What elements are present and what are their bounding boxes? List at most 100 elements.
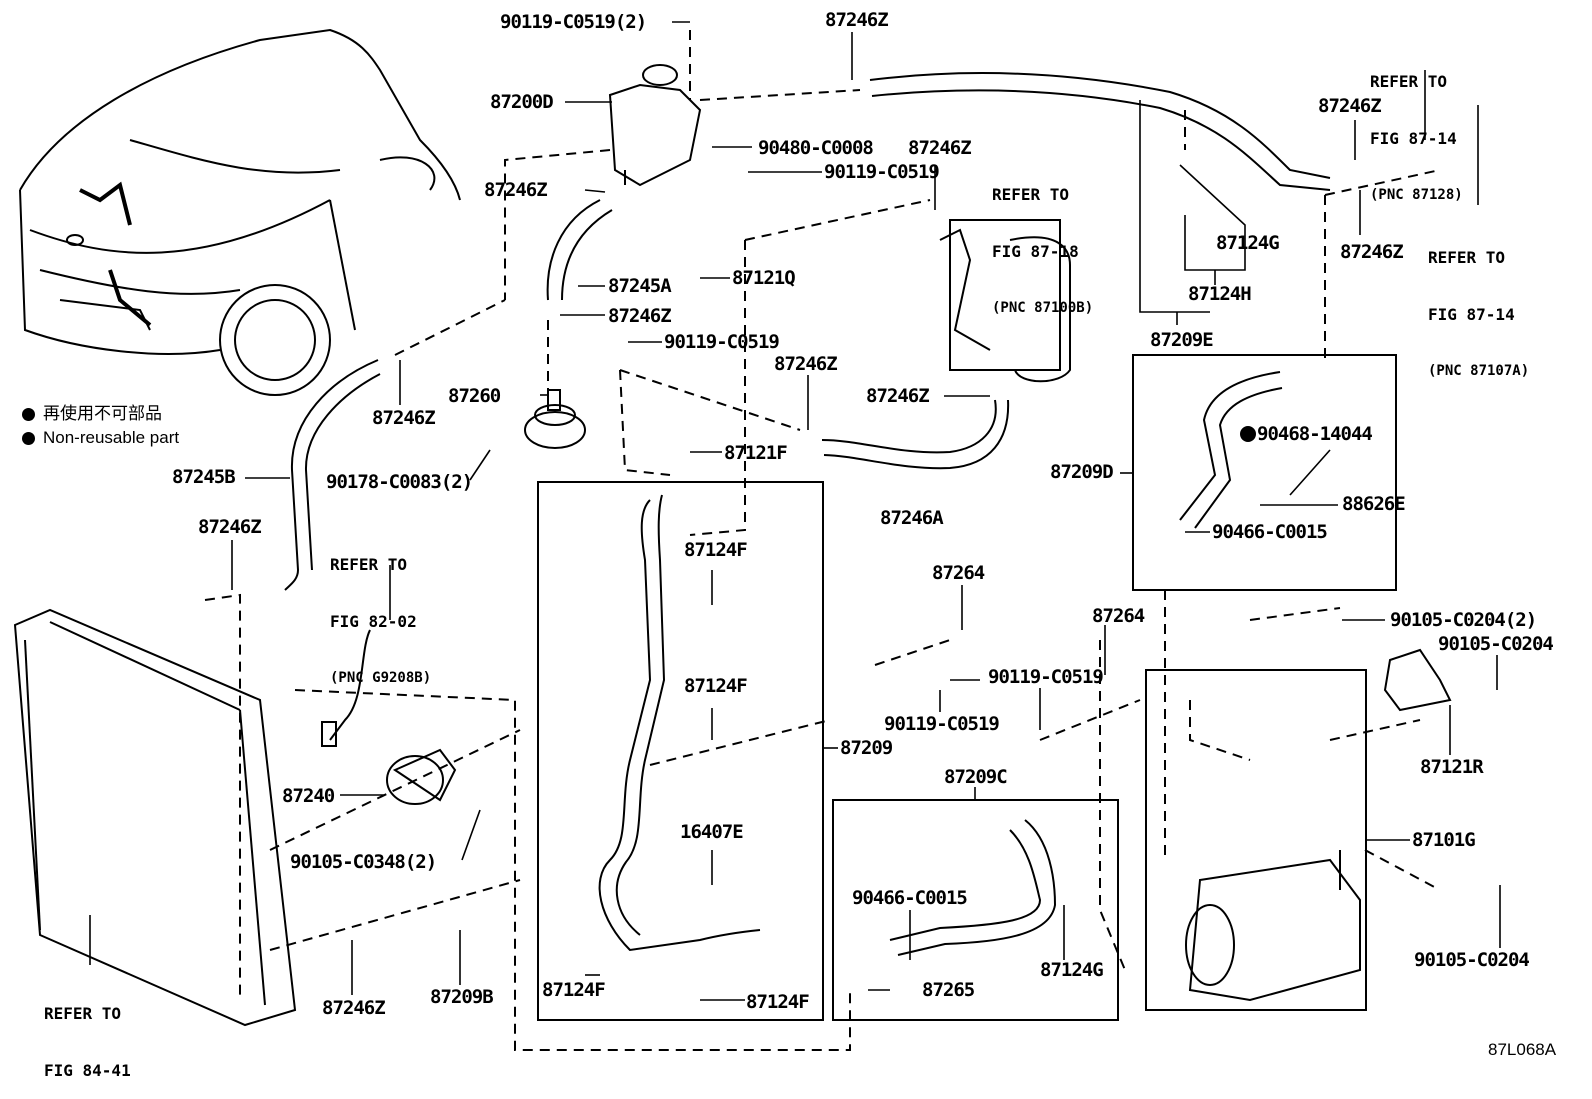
part-callout[interactable]: 87246Z (198, 516, 262, 538)
hose-87209d (1179, 371, 1283, 529)
part-callout[interactable]: 87246A (880, 507, 944, 529)
reference-note[interactable]: REFER TO FIG 87-18 (PNC 87100B) (992, 147, 1093, 337)
reference-figure: FIG 87-14 (1370, 129, 1457, 148)
part-callout[interactable]: 87124F (542, 979, 606, 1001)
part-callout[interactable]: 87264 (1092, 605, 1145, 627)
part-callout[interactable]: 87265 (922, 979, 975, 1001)
part-callout[interactable]: 16407E (680, 821, 744, 843)
reference-line: REFER TO (992, 185, 1070, 204)
reference-pnc: (PNC 87100B) (992, 300, 1094, 316)
reference-note[interactable]: REFER TO FIG 82-02 (PNC G9208B) (330, 517, 431, 707)
part-callout[interactable]: 90119-C0519 (988, 666, 1104, 688)
part-callout[interactable]: 90119-C0519 (824, 161, 940, 183)
part-callout[interactable]: 87246Z (608, 305, 672, 327)
reference-note[interactable]: REFER TO FIG 87-14 (PNC 87107A) (1428, 210, 1529, 400)
part-callout[interactable]: 87124F (684, 539, 748, 561)
connection-lines (204, 30, 1441, 1051)
part-callout[interactable]: 87246Z (372, 407, 436, 429)
hose-87245b (284, 359, 381, 591)
reference-line: REFER TO (1370, 72, 1448, 91)
filled-circle-icon (22, 431, 35, 445)
part-callout[interactable]: 87246Z (908, 137, 972, 159)
part-callout[interactable]: 87209B (430, 986, 494, 1008)
legend-text-en: Non-reusable part (43, 428, 180, 447)
part-callout[interactable]: 87124F (684, 675, 748, 697)
radiator (13, 608, 297, 1027)
part-callout[interactable]: 87246Z (866, 385, 930, 407)
part-callout[interactable]: 87124G (1040, 959, 1104, 981)
reference-line: REFER TO (44, 1004, 122, 1023)
water-pump (524, 389, 586, 449)
bracket-87121r (1383, 648, 1452, 712)
part-callout[interactable]: 90466-C0015 (1212, 521, 1328, 543)
part-callout[interactable]: 87245A (608, 275, 672, 297)
leader-lines (89, 21, 1501, 1001)
part-callout[interactable]: 87246Z (322, 997, 386, 1019)
part-callout[interactable]: 87121Q (732, 267, 796, 289)
reservoir-tank (608, 64, 702, 187)
part-callout[interactable]: 87121R (1420, 756, 1484, 778)
reference-pnc: (PNC 87128) (1370, 187, 1463, 203)
reference-figure: FIG 87-18 (992, 242, 1079, 261)
part-callout[interactable]: 90105-C0204 (1414, 949, 1530, 971)
legend-item-jp: 再使用不可部品 (22, 402, 179, 426)
valve-87240 (321, 629, 457, 805)
part-callout[interactable]: 87246Z (774, 353, 838, 375)
group-box-87209c (832, 799, 1119, 1021)
part-callout[interactable]: 90178-C0083(2) (326, 471, 473, 493)
part-callout[interactable]: 90105-C0204(2) (1390, 609, 1537, 631)
part-callout[interactable]: 87200D (490, 91, 554, 113)
hose-87209c (889, 819, 1057, 956)
part-callout[interactable]: 87101G (1412, 829, 1476, 851)
part-callout[interactable]: 87245B (172, 466, 236, 488)
hose-87245a (546, 199, 613, 301)
part-callout[interactable]: 87209C (944, 766, 1008, 788)
figure-id: 87L068A (1488, 1040, 1557, 1059)
hose-87209 (598, 494, 761, 952)
group-box-87209d (1132, 354, 1397, 591)
part-callout[interactable]: 90119-C0519(2) (500, 11, 647, 33)
legend-item-en: Non-reusable part (22, 426, 179, 450)
part-callout[interactable]: 87209E (1150, 329, 1214, 351)
part-callout[interactable]: 87264 (932, 562, 985, 584)
reference-pnc: (PNC 87107A) (1428, 363, 1530, 379)
part-callout[interactable]: 90119-C0519 (664, 331, 780, 353)
part-callout[interactable]: 87124F (746, 991, 810, 1013)
part-callout[interactable]: 87124H (1188, 283, 1252, 305)
part-callout[interactable]: 90480-C0008 (758, 137, 874, 159)
part-callout[interactable]: 87246Z (825, 9, 889, 31)
part-callout[interactable]: 87121F (724, 442, 788, 464)
part-callout[interactable]: 87240 (282, 785, 335, 807)
filled-circle-icon (1240, 426, 1256, 442)
part-number: 90468-14044 (1257, 423, 1373, 445)
part-callout[interactable]: 87209D (1050, 461, 1114, 483)
heater-unit (939, 219, 1071, 383)
legend: 再使用不可部品 Non-reusable part (22, 402, 179, 450)
reference-pnc: (PNC G9208B) (330, 670, 432, 686)
group-box-87209 (537, 481, 824, 1021)
reference-figure: FIG 82-02 (330, 612, 417, 631)
group-box-87101g (1145, 669, 1367, 1011)
part-callout[interactable]: 90119-C0519 (884, 713, 1000, 735)
part-callout[interactable]: 87246Z (1318, 95, 1382, 117)
heater-core-87101g (1185, 850, 1361, 1002)
reference-line: REFER TO (330, 555, 408, 574)
filled-circle-icon (22, 407, 35, 421)
upper-hose (869, 71, 1331, 191)
reference-figure: FIG 84-41 (44, 1061, 131, 1080)
part-callout[interactable]: 90105-C0348(2) (290, 851, 437, 873)
part-callout[interactable]: 87246Z (1340, 241, 1404, 263)
part-callout[interactable]: 88626E (1342, 493, 1406, 515)
part-callout[interactable]: 87260 (448, 385, 501, 407)
part-callout-non-reusable[interactable]: 90468-14044 (1240, 423, 1373, 445)
reference-line: REFER TO (1428, 248, 1506, 267)
part-callout[interactable]: 87209 (840, 737, 893, 759)
part-callout[interactable]: 87124G (1216, 232, 1280, 254)
part-callout[interactable]: 90466-C0015 (852, 887, 968, 909)
part-callout[interactable]: 90105-C0204 (1438, 633, 1554, 655)
reference-note[interactable]: REFER TO FIG 87-14 (PNC 87128) (1370, 34, 1463, 224)
part-callout[interactable]: 87246Z (484, 179, 548, 201)
reference-note[interactable]: REFER TO FIG 84-41 (44, 966, 131, 1099)
